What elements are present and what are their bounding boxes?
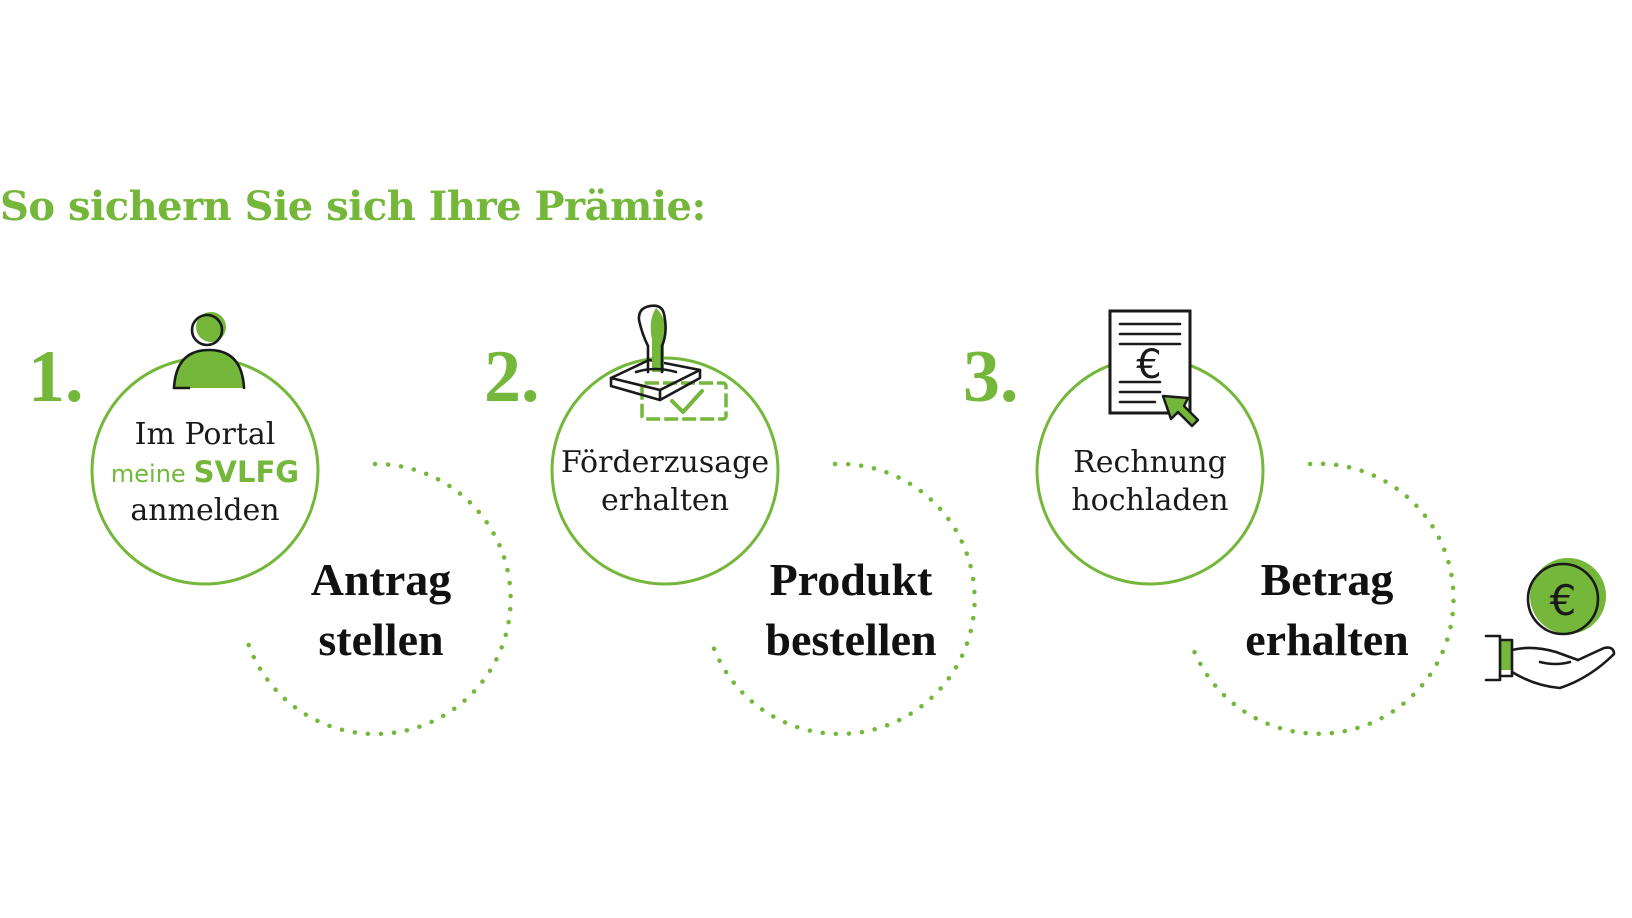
- step-3-text-line-1: Rechnung: [1073, 445, 1227, 480]
- step-2-text-line-1: Förderzusage: [561, 445, 769, 480]
- step-3-number: 3.: [963, 336, 1019, 418]
- hand-coin-icon: €: [1484, 558, 1616, 690]
- invoice-upload-icon: €: [1108, 309, 1200, 428]
- stamp-icon: [609, 304, 728, 421]
- step-2-action-line-1: Produkt: [770, 554, 933, 605]
- page-title: So sichern Sie sich Ihre Prämie:: [0, 183, 706, 230]
- step-1-portal-line: meine SVLFG: [111, 455, 299, 489]
- step-2-number: 2.: [484, 336, 540, 418]
- step-1-text-line-1: Im Portal: [135, 417, 276, 452]
- person-icon: [172, 312, 246, 390]
- coin-fill: [1530, 558, 1606, 634]
- step-3-text-line-2: hochladen: [1071, 483, 1228, 518]
- portal-prefix: meine: [111, 460, 186, 488]
- step-2: 2. Förderzusage erhalten Produkt bestell…: [484, 304, 977, 737]
- step-1-action-line-2: stellen: [318, 614, 443, 665]
- step-2-text-line-2: erhalten: [601, 483, 729, 518]
- step-1-text-line-2: anmelden: [130, 493, 279, 528]
- step-3: 3. € Rechnung hochladen Betrag erhalten: [963, 309, 1456, 736]
- step-2-circle: [550, 356, 780, 586]
- step-2-dotted-arc: [708, 461, 977, 737]
- portal-name: SVLFG: [194, 455, 299, 489]
- step-2-action-line-2: bestellen: [765, 614, 936, 665]
- coin-outline: [1526, 562, 1600, 636]
- step-1-number: 1.: [28, 336, 84, 418]
- step-3-action-line-2: erhalten: [1245, 614, 1409, 665]
- step-1-action-line-1: Antrag: [311, 554, 452, 605]
- step-3-dotted-arc: [1187, 461, 1456, 736]
- euro-symbol: €: [1136, 342, 1161, 388]
- step-1-dotted-arc: [244, 461, 513, 737]
- coin-euro-symbol: €: [1550, 576, 1577, 625]
- step-3-action-line-1: Betrag: [1261, 554, 1394, 605]
